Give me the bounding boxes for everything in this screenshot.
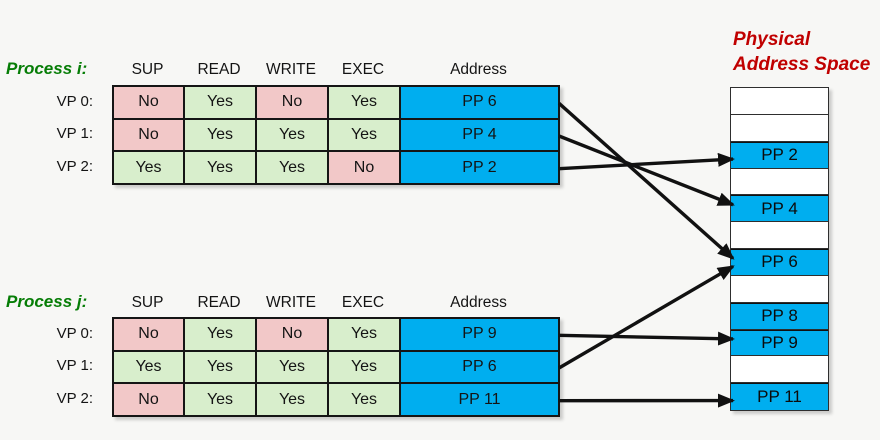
physical-empty-cell (731, 356, 828, 384)
permission-cell: Yes (257, 384, 329, 417)
physical-page-cell: PP 8 (731, 302, 828, 330)
vp-row-label: VP 1: (56, 357, 93, 375)
permission-cell: Yes (185, 319, 257, 352)
vp-row-label: VP 0: (56, 92, 93, 110)
vp-row-label: VP 0: (56, 324, 93, 342)
permission-cell: Yes (257, 119, 329, 153)
process-j-label: Process j: (6, 292, 88, 311)
process-i-column-headers: SUP READ WRITE EXEC Address (112, 58, 558, 82)
permission-cell: No (114, 119, 185, 153)
physical-empty-cell (731, 275, 828, 303)
physical-title-line2: Address Space (733, 54, 871, 75)
physical-page-cell: PP 11 (731, 383, 828, 410)
column-header-read: READ (197, 61, 241, 78)
address-cell: PP 4 (401, 119, 560, 153)
address-cell: PP 2 (401, 152, 560, 185)
mapping-arrow (558, 264, 735, 370)
address-cell: PP 6 (401, 351, 560, 385)
process-j-vp-labels: VP 0: VP 1: VP 2: (0, 317, 104, 415)
permission-cell: Yes (257, 152, 329, 185)
mapping-arrow (558, 152, 735, 171)
physical-empty-cell (731, 114, 828, 142)
column-header-read: READ (197, 294, 241, 311)
address-cell: PP 11 (401, 384, 560, 417)
physical-page-cell: PP 2 (731, 141, 828, 169)
process-j-column-headers: SUP READ WRITE EXEC Address (112, 291, 558, 315)
physical-empty-cell (731, 222, 828, 249)
column-header-write: WRITE (266, 294, 316, 311)
vp-row-label: VP 2: (56, 158, 93, 176)
permission-cell: Yes (329, 119, 401, 153)
permission-cell: No (257, 319, 329, 352)
permission-cell: Yes (329, 87, 401, 120)
column-header-sup: SUP (131, 61, 164, 78)
mapping-arrow (558, 331, 735, 346)
permission-cell: Yes (329, 319, 401, 352)
permission-cell: Yes (185, 384, 257, 417)
permission-cell: No (114, 319, 185, 352)
permission-cell: Yes (257, 351, 329, 385)
permission-cell: Yes (329, 384, 401, 417)
physical-page-cell: PP 4 (731, 195, 828, 223)
column-header-address: Address (450, 61, 507, 78)
permission-cell: Yes (185, 87, 257, 120)
permission-cell: No (114, 384, 185, 417)
column-header-exec: EXEC (341, 61, 385, 78)
permission-cell: No (257, 87, 329, 120)
process-i-vp-labels: VP 0: VP 1: VP 2: (0, 85, 104, 183)
physical-title-line1: Physical (733, 29, 811, 50)
permission-cell: No (329, 152, 401, 185)
mapping-arrow (557, 102, 735, 260)
permission-cell: Yes (185, 119, 257, 153)
physical-address-space-title: Physical Address Space (733, 27, 870, 77)
vp-row-label: VP 2: (56, 390, 93, 408)
physical-page-cell: PP 9 (731, 329, 828, 357)
column-header-exec: EXEC (341, 294, 385, 311)
column-header-address: Address (450, 294, 507, 311)
process-i-label: Process i: (6, 59, 88, 78)
physical-empty-cell (731, 168, 828, 196)
permission-cell: Yes (114, 351, 185, 385)
permission-cell: Yes (329, 351, 401, 385)
address-cell: PP 6 (401, 87, 560, 120)
physical-empty-cell (731, 88, 828, 115)
permission-cell: Yes (185, 152, 257, 185)
column-header-write: WRITE (266, 61, 316, 78)
permission-cell: No (114, 87, 185, 120)
address-cell: PP 9 (401, 319, 560, 352)
physical-page-cell: PP 6 (731, 249, 828, 276)
column-header-sup: SUP (131, 294, 164, 311)
permission-cell: Yes (114, 152, 185, 185)
mapping-arrow (558, 134, 735, 207)
vp-row-label: VP 1: (56, 125, 93, 143)
permission-cell: Yes (185, 351, 257, 385)
